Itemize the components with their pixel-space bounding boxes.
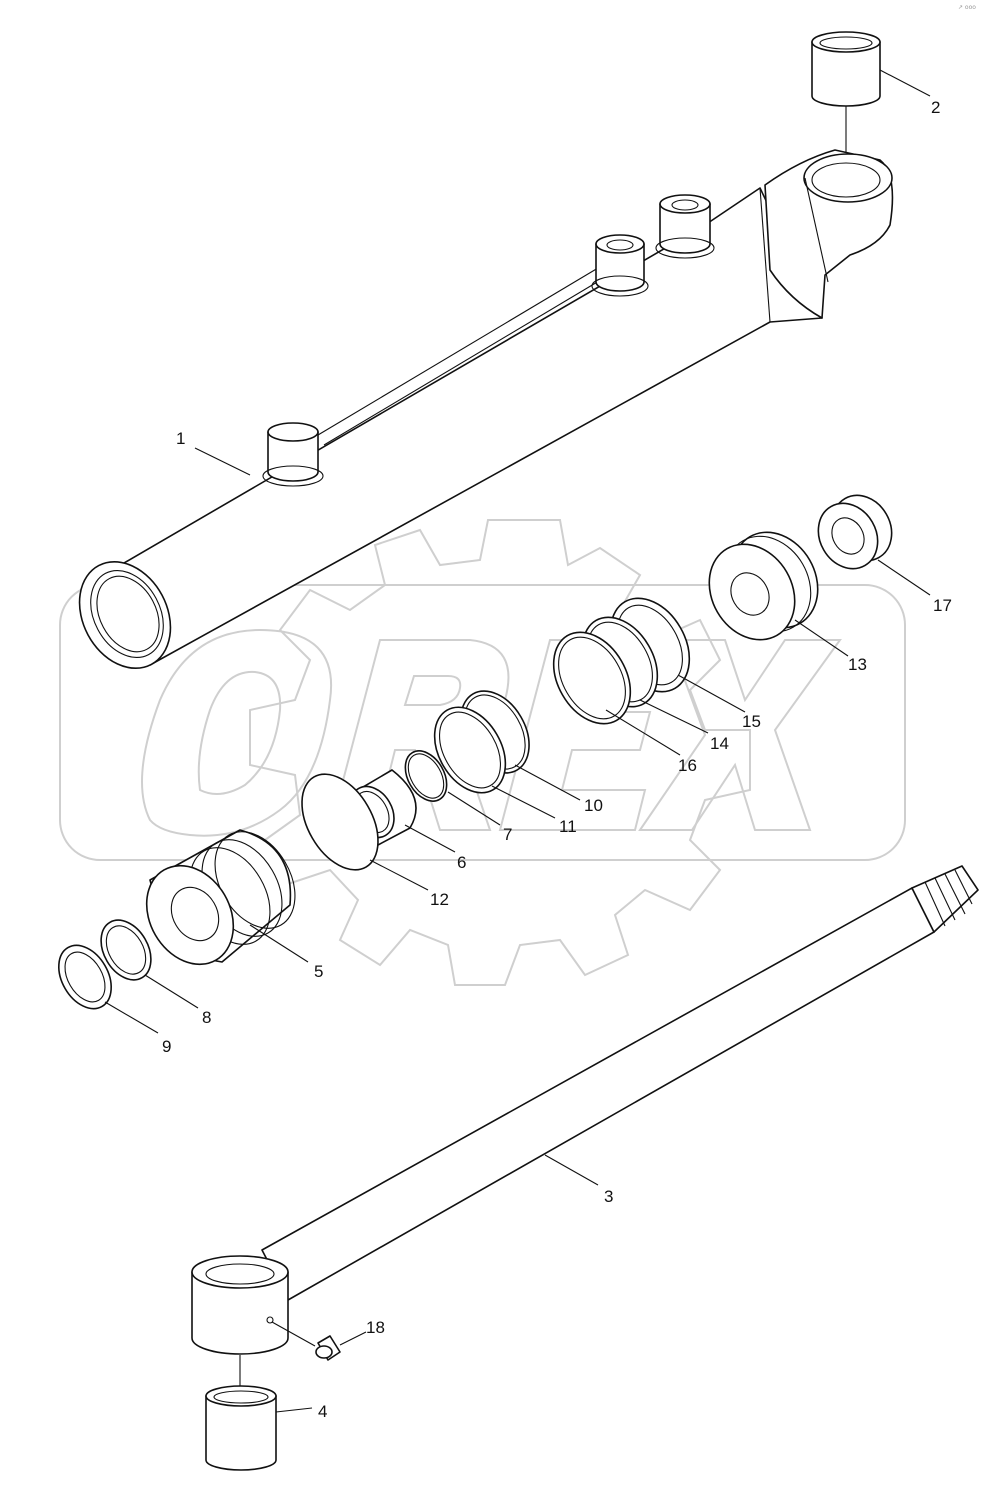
callout-5: 5 [314, 962, 323, 981]
part-8-ring[interactable] [91, 911, 161, 988]
part-7-o-ring[interactable] [397, 744, 455, 809]
callout-15: 15 [742, 712, 761, 731]
callout-10: 10 [584, 796, 603, 815]
callout-17: 17 [933, 596, 952, 615]
callout-14: 14 [710, 734, 729, 753]
callout-6: 6 [457, 853, 466, 872]
callout-13: 13 [848, 655, 867, 674]
corner-mark: ↗ ooo [958, 4, 976, 11]
part-3-piston-rod[interactable] [191, 865, 979, 1390]
callout-labels: 2 1 17 13 15 14 16 10 11 7 6 12 5 8 9 3 … [162, 98, 952, 1421]
callout-4: 4 [318, 1402, 327, 1421]
callout-7: 7 [503, 825, 512, 844]
part-9-wiper[interactable] [48, 936, 122, 1018]
part-13-piston[interactable] [692, 517, 834, 656]
part-18-grease-fitting[interactable] [315, 1335, 341, 1361]
watermark-plate [59, 584, 906, 861]
watermark-letter-o [141, 628, 333, 837]
watermark-gear [249, 519, 751, 986]
callout-16: 16 [678, 756, 697, 775]
part-1-cylinder-barrel[interactable] [62, 149, 894, 684]
part-17-nut[interactable] [807, 485, 903, 580]
callout-11: 11 [559, 817, 577, 836]
callout-8: 8 [202, 1008, 211, 1027]
part-11-seal[interactable] [420, 695, 520, 806]
callout-9: 9 [162, 1037, 171, 1056]
callout-2: 2 [931, 98, 940, 117]
leader-lines [104, 69, 931, 1413]
callout-18: 18 [366, 1318, 385, 1337]
callout-1: 1 [176, 429, 185, 448]
part-5-gland[interactable] [129, 817, 311, 980]
part-16-ring[interactable] [538, 619, 646, 738]
part-12-o-ring[interactable] [286, 761, 393, 883]
part-4-bushing[interactable] [205, 1385, 277, 1471]
part-2-bushing[interactable] [811, 31, 881, 178]
callout-3: 3 [604, 1187, 613, 1206]
callout-12: 12 [430, 890, 449, 909]
